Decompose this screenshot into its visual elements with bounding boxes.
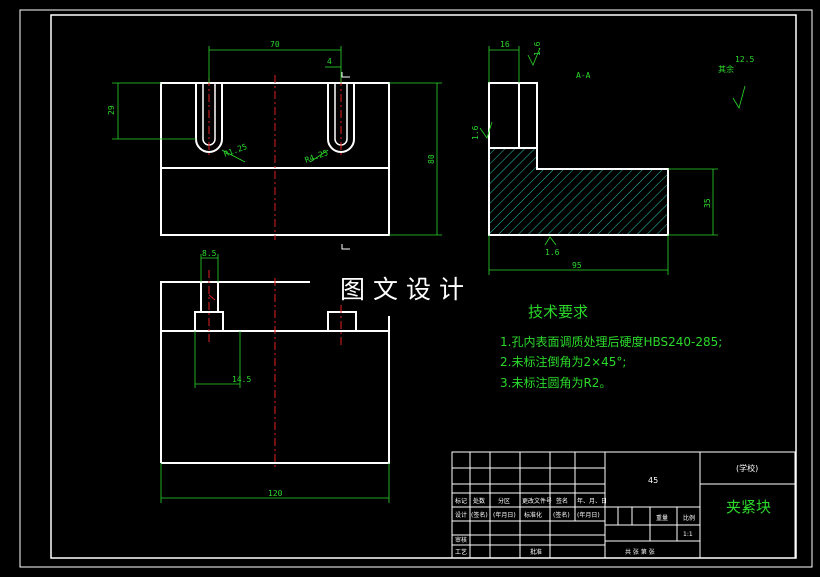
side-view: 16 1.6 1.6 1.6 35 95 A-A 其余 12.5 [471, 40, 754, 275]
title-block [451, 451, 796, 559]
tb-weight-label: 重量 [656, 514, 668, 522]
rough-rest-value: 12.5 [735, 55, 754, 64]
dim-side-top: 16 [500, 40, 510, 49]
requirement-1: 1.孔内表面调质处理后硬度HBS240-285; [500, 334, 722, 349]
dim-front-width: 120 [268, 489, 283, 498]
tb-r4-c4: 批准 [530, 548, 542, 556]
tb-r2-c3: (年月日) [493, 511, 516, 519]
front-view: 8.5 14.5 120 [160, 249, 390, 503]
inner-border [50, 14, 797, 559]
watermark: 图文设计 [340, 275, 472, 304]
rough-side-top: 1.6 [533, 41, 542, 56]
tb-r1-c1: 标记 [455, 497, 467, 505]
dim-top-right-height: 80 [427, 154, 436, 164]
dim-radius-right: R4.25 [304, 148, 330, 165]
tb-r1-c3: 分区 [498, 497, 510, 505]
dim-top-width: 70 [270, 40, 280, 49]
rough-rest-label: 其余 [718, 64, 734, 74]
tb-r3-c1: 审核 [455, 536, 467, 544]
section-label: A-A [576, 71, 591, 80]
requirements-title: 技术要求 [528, 303, 588, 321]
tb-sheet-info: 共 张 第 张 [625, 548, 655, 556]
tb-scale-label: 比例 [683, 514, 695, 522]
tb-r1-c6: 年、月、日 [577, 497, 607, 505]
dim-front-slot: 8.5 [202, 249, 217, 258]
tb-r1-c4: 更改文件号 [522, 497, 552, 505]
tb-r2-c6: (年月日) [577, 511, 600, 519]
tb-r1-c2: 处数 [473, 497, 485, 505]
tb-r2-c2: (签名) [471, 511, 488, 519]
dim-front-inner: 14.5 [232, 375, 251, 384]
technical-requirements: 技术要求 1.孔内表面调质处理后硬度HBS240-285; 2.未标注倒角为2×… [500, 303, 722, 390]
tb-r4-c1: 工艺 [455, 548, 467, 556]
tb-r1-c5: 签名 [556, 497, 568, 505]
top-view: 70 4 29 80 R1.25 R4.25 [107, 40, 442, 250]
title-block-text: 标记 处数 分区 更改文件号 签名 年、月、日 设计 (签名) (年月日) 标准… [455, 463, 771, 556]
tb-r2-c1: 设计 [455, 511, 467, 519]
dim-radius-left: R1.25 [223, 142, 249, 159]
dim-side-height: 35 [703, 198, 712, 208]
rough-side-bottom: 1.6 [545, 248, 560, 257]
requirement-2: 2.未标注倒角为2×45°; [500, 354, 626, 369]
tb-part-name: 夹紧块 [726, 498, 771, 516]
rough-side-left: 1.6 [471, 125, 480, 140]
tb-material: 45 [648, 476, 658, 485]
tb-r2-c4: 标准化 [524, 511, 542, 519]
requirement-3: 3.未标注圆角为R2。 [500, 375, 611, 390]
dim-side-width: 95 [572, 261, 582, 270]
tb-scale-value: 1:1 [683, 531, 693, 538]
tb-r2-c5: (签名) [553, 511, 570, 519]
dim-top-small: 4 [327, 57, 332, 66]
outer-border [19, 9, 813, 568]
tb-school: (学校) [736, 463, 758, 473]
dim-top-left-height: 29 [107, 105, 116, 115]
